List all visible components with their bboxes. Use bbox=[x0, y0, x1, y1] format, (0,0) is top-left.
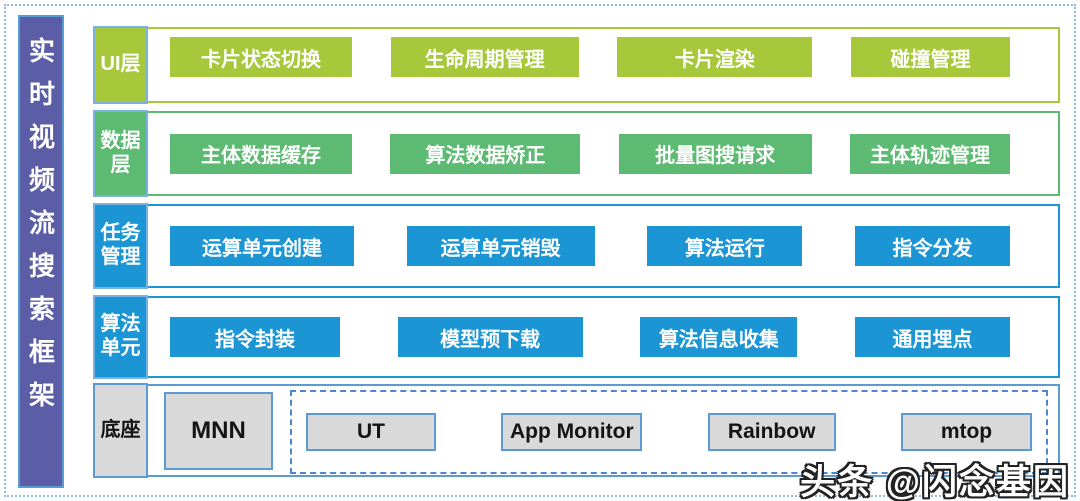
algo-item: 模型预下载 bbox=[397, 317, 583, 357]
data-layer-item: 主体轨迹管理 bbox=[849, 133, 1010, 174]
task-item: 运算单元创建 bbox=[170, 226, 354, 266]
algo-item: 通用埋点 bbox=[854, 317, 1010, 357]
ui-layer-item: 碰撞管理 bbox=[850, 37, 1010, 77]
base-label: 底座 bbox=[93, 383, 148, 478]
mnn-box: MNN bbox=[164, 392, 273, 470]
data-layer-items: 主体数据缓存 算法数据矫正 批量图搜请求 主体轨迹管理 bbox=[170, 113, 1010, 194]
sdk-dashed-group: UT App Monitor Rainbow mtop bbox=[290, 390, 1048, 474]
algo-item: 算法信息收集 bbox=[640, 317, 798, 357]
data-layer-label: 数据层 bbox=[93, 110, 148, 197]
task-management-row: 任务管理 运算单元创建 运算单元销毁 算法运行 指令分发 bbox=[93, 203, 1060, 289]
task-management-label: 任务管理 bbox=[93, 203, 148, 289]
base-row: 底座 MNN UT App Monitor Rainbow mtop bbox=[93, 383, 1060, 478]
ui-layer-row: UI层 卡片状态切换 生命周期管理 卡片渲染 碰撞管理 bbox=[93, 26, 1060, 104]
framework-title: 实时视频流搜索框架 bbox=[25, 37, 56, 424]
watermark: 头条 @闪念基因 bbox=[800, 463, 1070, 501]
task-management-items: 运算单元创建 运算单元销毁 算法运行 指令分发 bbox=[170, 206, 1010, 286]
sdk-item: Rainbow bbox=[707, 413, 836, 451]
task-item: 指令分发 bbox=[854, 226, 1010, 266]
algo-item: 指令封装 bbox=[170, 317, 340, 357]
ui-layer-item: 生命周期管理 bbox=[390, 37, 579, 77]
ui-layer-item: 卡片渲染 bbox=[617, 37, 813, 77]
algorithm-unit-items: 指令封装 模型预下载 算法信息收集 通用埋点 bbox=[170, 298, 1010, 376]
task-item: 算法运行 bbox=[647, 226, 803, 266]
data-layer-row: 数据层 主体数据缓存 算法数据矫正 批量图搜请求 主体轨迹管理 bbox=[93, 110, 1060, 197]
data-layer-item: 主体数据缓存 bbox=[170, 133, 352, 174]
sdk-item: UT bbox=[306, 413, 436, 451]
sdk-item: App Monitor bbox=[501, 413, 643, 451]
algorithm-unit-label: 算法单元 bbox=[93, 295, 148, 379]
ui-layer-item: 卡片状态切换 bbox=[170, 37, 352, 77]
sdk-item: mtop bbox=[900, 413, 1032, 451]
ui-layer-items: 卡片状态切换 生命周期管理 卡片渲染 碰撞管理 bbox=[170, 29, 1010, 101]
algorithm-unit-row: 算法单元 指令封装 模型预下载 算法信息收集 通用埋点 bbox=[93, 295, 1060, 379]
framework-title-bar: 实时视频流搜索框架 bbox=[18, 15, 64, 488]
task-item: 运算单元销毁 bbox=[406, 226, 595, 266]
data-layer-item: 批量图搜请求 bbox=[618, 133, 812, 174]
ui-layer-label: UI层 bbox=[93, 26, 148, 104]
data-layer-item: 算法数据矫正 bbox=[390, 133, 581, 174]
